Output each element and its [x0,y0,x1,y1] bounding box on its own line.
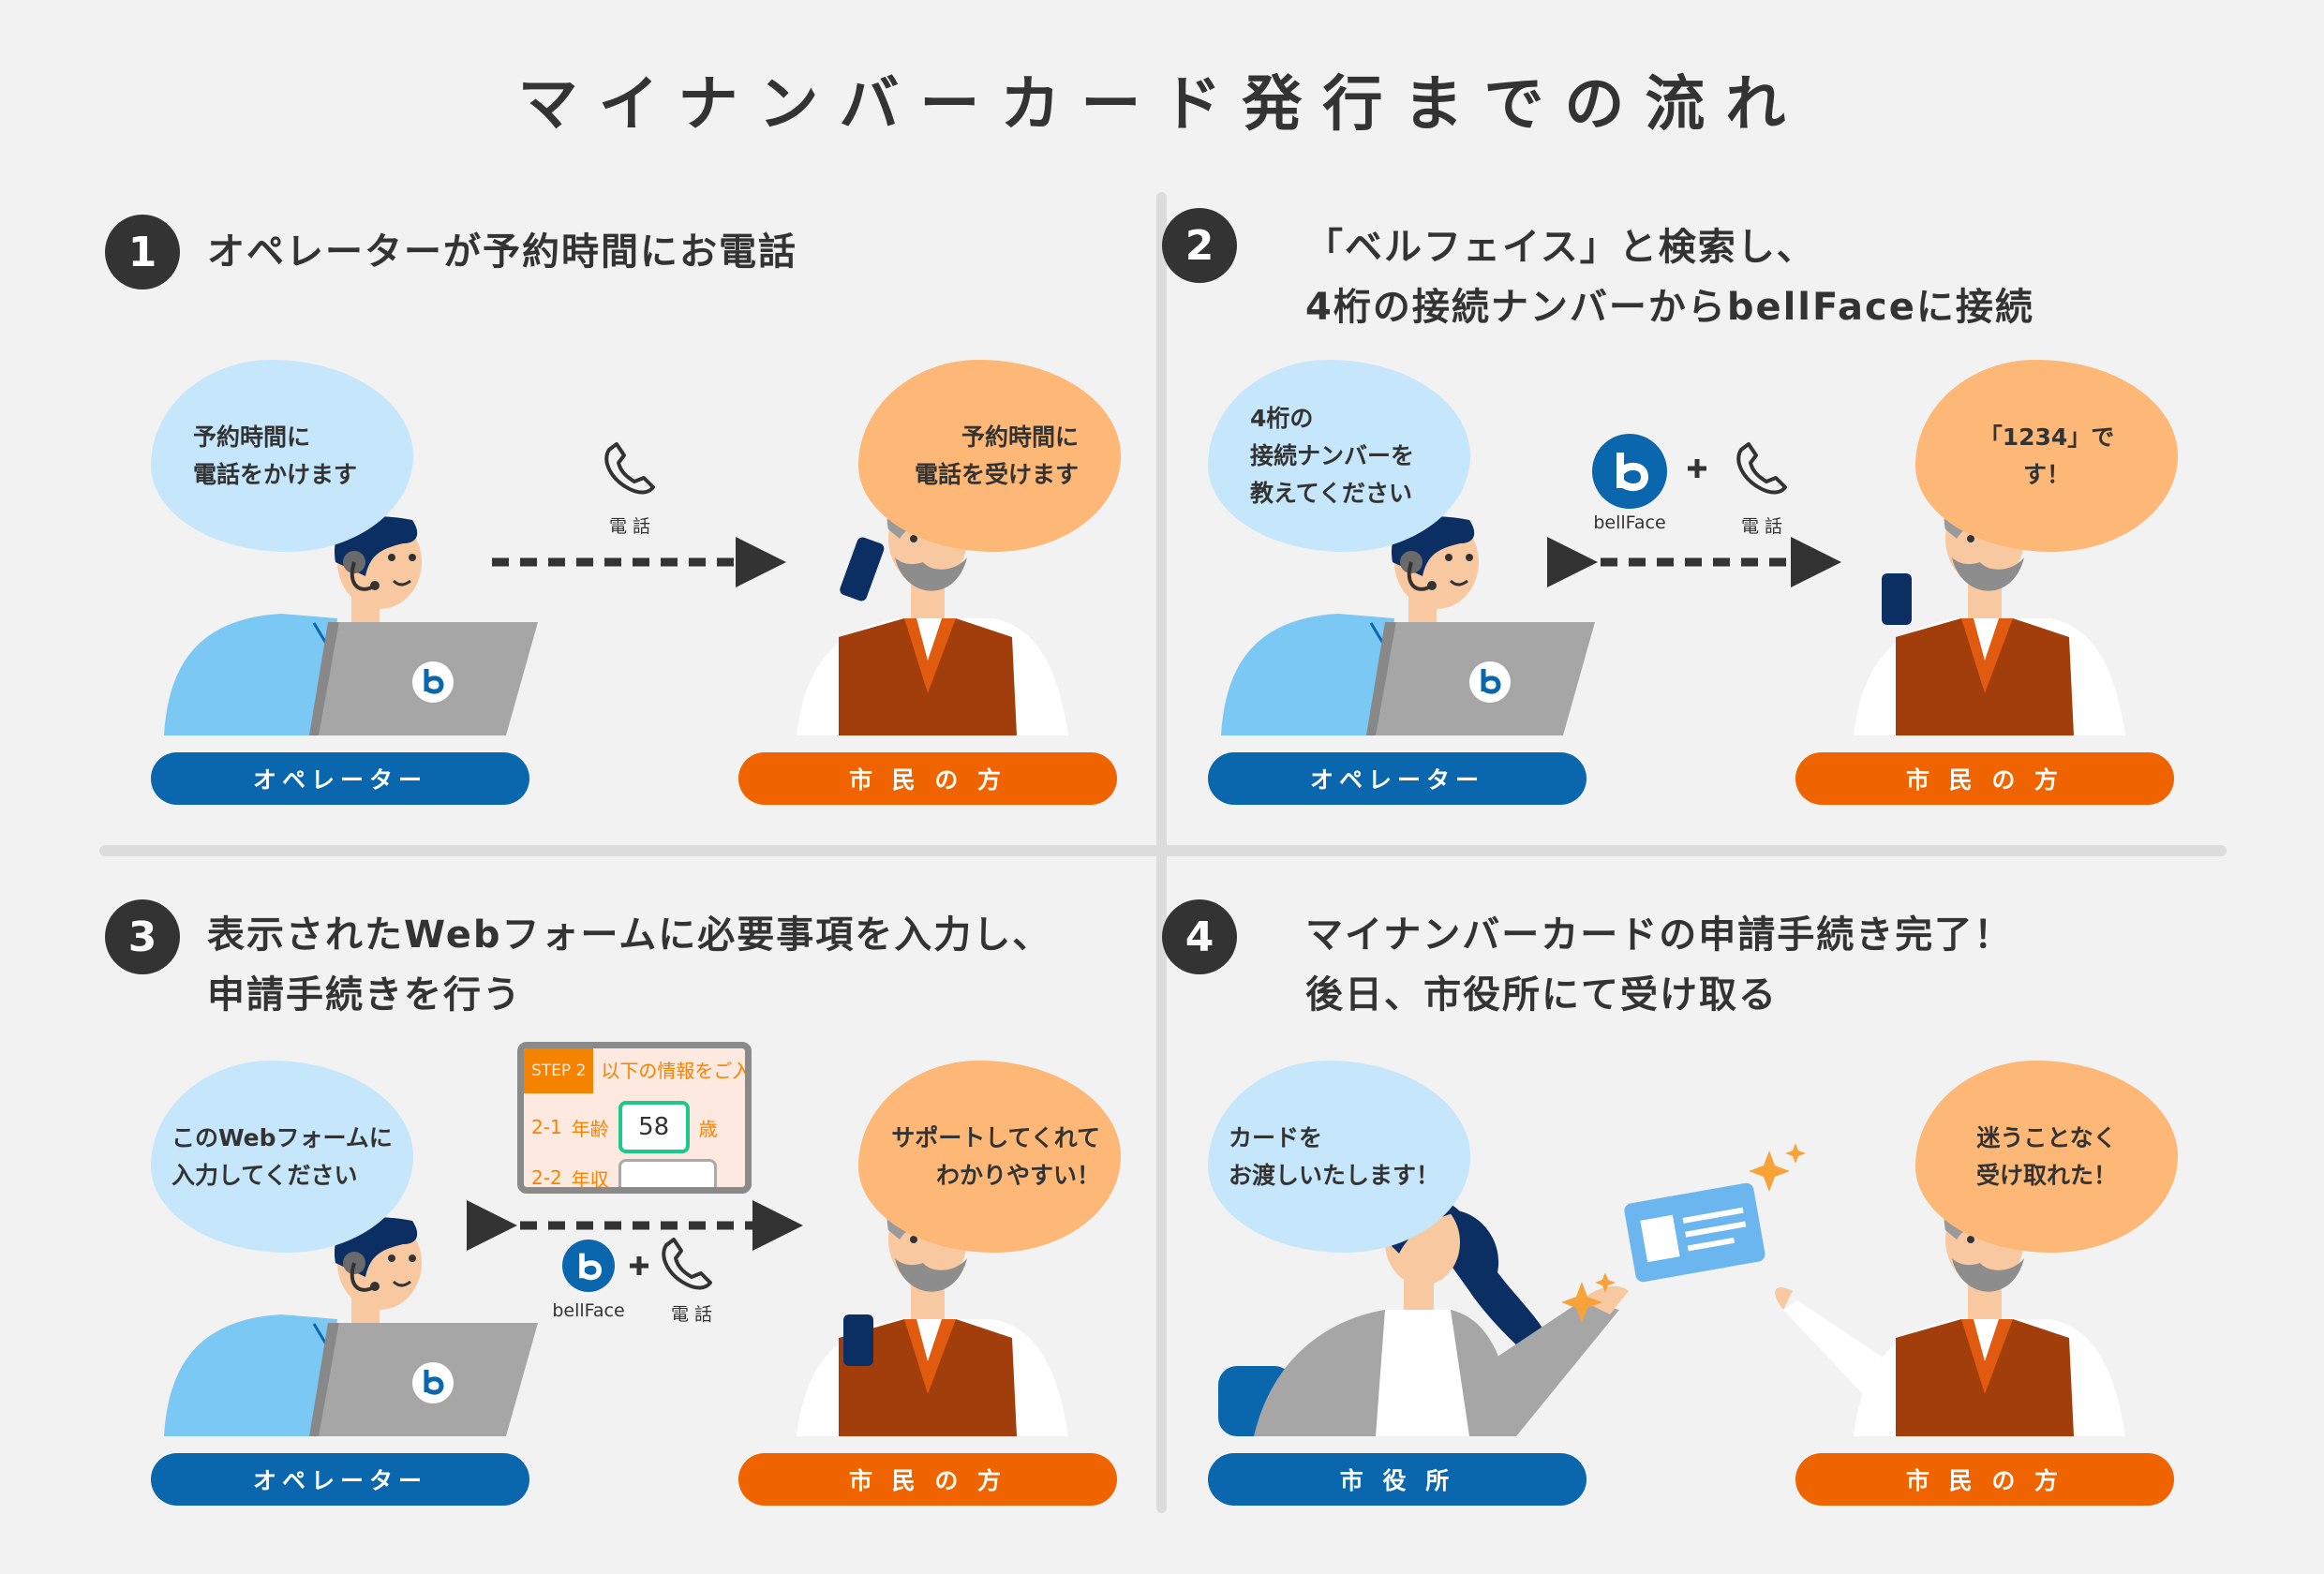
step-3-panel: 3 表示されたWebフォームに必要事項を入力し、申請手続きを行う bellFac… [0,701,1162,1506]
phone-label: 電 話 [670,1304,713,1325]
age-input[interactable]: 58 [618,1101,690,1153]
operator-label: オペレーター [151,752,529,805]
bellface-logo-icon [412,1362,454,1403]
bubble-line: 電話を受けます [914,460,1079,488]
bubble-line: 「1234」です！ [1978,423,2115,488]
bubble-line: わかりやすい！ [935,1161,1100,1189]
bubble-line: サポートしてくれて [891,1123,1100,1151]
page-title: マイナンバーカード発行までの流れ [517,70,1807,140]
step-heading: 表示されたWebフォームに必要事項を入力し、申請手続きを行う [207,905,1051,1025]
operator-label: オペレーター [151,1453,529,1506]
staff-speech-bubble: カードをお渡しいたします！ [1208,1061,1470,1253]
heading-line: 後日、市役所にて受け取る [1305,973,1778,1017]
age-label: 年齢 [571,1117,609,1140]
bubble-line: 教えてください [1250,479,1413,507]
step-2-illustration [1219,434,2125,737]
bubble-line: 予約時間に [193,423,311,451]
operator-speech-bubble: このWebフォームに入力してください [151,1061,413,1253]
heading-line: 「ベルフェイス」と検索し、 [1305,226,1816,269]
horizontal-divider [99,845,2227,856]
operator-speech-bubble: 予約時間に電話をかけます [151,360,413,552]
bubble-line: お渡しいたします！ [1229,1161,1440,1189]
citizen-label: 市 民 の 方 [1795,752,2174,805]
bellface-logo-icon [412,661,454,703]
phone-icon [662,1238,712,1290]
heading-line: 表示されたWebフォームに必要事項を入力し、 [207,913,1052,957]
my-number-card-icon [1624,1182,1765,1283]
city-hall-label: 市 役 所 [1208,1453,1587,1506]
heading-line: 申請手続きを行う [207,973,522,1017]
citizen-speech-bubble: 「1234」です！ [1915,360,2178,552]
step-heading: 「ベルフェイス」と検索し、 4桁の接続ナンバーからbellFaceに接続 [1305,217,2034,337]
form-row-number: 2-2 [531,1166,562,1189]
smartphone-icon [840,537,885,601]
bellface-logo-icon [1469,661,1511,703]
bellface-label: bellFace [1593,512,1666,533]
heading-line: オペレーターが予約時間にお電話 [207,230,797,274]
smartphone-icon [1882,573,1912,625]
bubble-line: 4桁の [1250,404,1314,432]
heading-line: マイナンバーカードの申請手続き完了！ [1305,913,2014,957]
bubble-line: 電話をかけます [193,460,358,488]
step-4-panel: 4 マイナンバーカードの申請手続き完了！ 後日、市役所にて受け取る カードをお渡し… [1057,701,2219,1506]
bubble-line: カードを [1229,1123,1323,1151]
bellface-logo-icon [1592,434,1667,509]
operator-label: オペレーター [1208,752,1587,805]
age-unit: 歳 [698,1117,718,1140]
smartphone-icon [843,1314,873,1366]
bubble-line: 予約時間に [961,423,1079,451]
form-title: 以下の情報をご入 [601,1060,752,1082]
bubble-line: 接続ナンバーを [1250,441,1415,469]
plus-icon [1688,459,1706,478]
step-heading: マイナンバーカードの申請手続き完了！ 後日、市役所にて受け取る [1305,905,2013,1025]
citizen-label: 市 民 の 方 [738,752,1117,805]
citizen-label: 市 民 の 方 [1795,1453,2174,1506]
income-label: 年収 [571,1167,609,1191]
step-2-panel: 2 「ベルフェイス」と検索し、 4桁の接続ナンバーからbellFaceに接続 be… [1057,0,2219,805]
step-1-panel: 1 オペレーターが予約時間にお電話 電 話 予約時間に電話をかけます 予約時間に… [0,0,1162,805]
operator-illustration [162,1214,540,1438]
citizen-label: 市 民 の 方 [738,1453,1117,1506]
citizen-speech-bubble: サポートしてくれてわかりやすい！ [858,1061,1121,1253]
form-row-number: 2-1 [531,1116,562,1138]
step-number: 4 [1162,899,1237,974]
phone-icon [604,442,655,495]
step-number: 3 [105,899,180,974]
phone-label: 電 話 [608,516,651,537]
plus-icon [630,1256,648,1275]
bubble-line: 受け取れた！ [1975,1161,2117,1189]
web-form-preview: STEP 2 以下の情報をご入 2-1 年齢 58 歳 2-2 年収 [517,1042,752,1194]
heading-line: 4桁の接続ナンバーからbellFaceに接続 [1305,286,2034,329]
step-3-illustration [162,1187,1068,1438]
step-number: 1 [105,215,180,290]
operator-speech-bubble: 4桁の接続ナンバーを教えてください [1208,360,1470,552]
phone-icon [1736,442,1787,495]
income-input[interactable] [618,1159,717,1187]
citizen-speech-bubble: 迷うことなく受け取れた！ [1915,1061,2178,1253]
step-1-illustration [162,442,1068,737]
step-heading: オペレーターが予約時間にお電話 [207,222,797,282]
sparkle-icon [1561,1143,1806,1323]
form-step-badge: STEP 2 [524,1048,594,1093]
bubble-line: このWebフォームに [171,1123,393,1151]
step-number: 2 [1162,208,1237,283]
bubble-line: 迷うことなく [1976,1123,2117,1151]
phone-label: 電 話 [1740,516,1783,537]
bellface-label: bellFace [552,1300,625,1321]
citizen-speech-bubble: 予約時間に電話を受けます [858,360,1121,552]
bubble-line: 入力してください [171,1161,358,1189]
